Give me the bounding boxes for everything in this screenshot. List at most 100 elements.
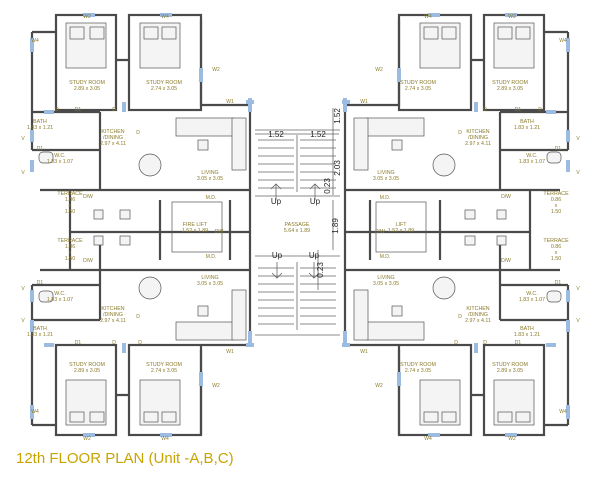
room-dimensions: 0.86 — [551, 244, 561, 250]
room-name: KITCHEN — [101, 129, 124, 135]
opening-tag: D — [538, 107, 542, 113]
room-dimensions: 2.97 x 4.11 — [100, 141, 126, 147]
opening-tag: D — [136, 130, 140, 136]
room-name: W.C. — [526, 291, 537, 297]
room-dimensions: 2.97 x 4.11 — [465, 318, 491, 324]
opening-tag: V — [21, 286, 25, 292]
opening-tag: V — [21, 170, 25, 176]
opening-tag: W4 — [424, 14, 432, 20]
dimension-d-023-bot: 0.23 — [316, 262, 325, 278]
opening-tag: W4 — [31, 409, 39, 415]
opening-tag: M.D. — [380, 254, 391, 260]
opening-tag: V — [576, 170, 580, 176]
dimension-d-152-left: 1.52 — [268, 130, 284, 139]
room-name: BATH — [520, 326, 534, 332]
dimension-d-152-vert: 1.52 — [333, 108, 342, 124]
opening-tag: W2 — [212, 383, 220, 389]
room-name: STUDY ROOM — [492, 80, 528, 86]
opening-tag: W2 — [508, 14, 516, 20]
stair-up-right: Up — [310, 197, 321, 206]
room-dimensions: x — [555, 203, 558, 209]
room-dimensions: 2.89 x 3.05 — [497, 86, 523, 92]
room-dimensions: 2.74 x 3.05 — [151, 368, 177, 374]
room-name: KITCHEN — [101, 306, 124, 312]
opening-tag: D/W — [83, 258, 93, 264]
opening-tag: D — [112, 340, 116, 346]
room-dimensions: x — [69, 203, 72, 209]
room-dimensions: 1.86 — [65, 244, 75, 250]
opening-tag: D1 — [515, 107, 522, 113]
opening-tag: W4 — [31, 38, 39, 44]
opening-tag: W2 — [508, 436, 516, 442]
furniture-left-upper — [38, 22, 247, 220]
furniture-left-lower — [38, 235, 247, 426]
room-dimensions: 3.05 x 3.05 — [373, 176, 399, 182]
opening-tag: W2 — [375, 67, 383, 73]
room-dimensions: 2.97 x 4.11 — [100, 318, 126, 324]
opening-tag: D1 — [75, 107, 82, 113]
room-dimensions: 1.83 x 1.07 — [47, 159, 73, 165]
room-wc-tl: W.C.1.83 x 1.07 — [47, 153, 73, 165]
room-dimensions: 0.86 — [551, 197, 561, 203]
opening-tag: W1 — [226, 99, 234, 105]
room-dimensions: 2.74 x 3.05 — [405, 368, 431, 374]
opening-tag: D — [112, 107, 116, 113]
room-name: TERRACE — [57, 238, 83, 244]
room-dimensions: 2.97 x 4.11 — [465, 141, 491, 147]
room-name: LIVING — [201, 170, 218, 176]
room-name: /DINING — [468, 135, 488, 141]
plan-title: 12th FLOOR PLAN (Unit -A,B,C) — [16, 450, 234, 467]
opening-tag: V — [576, 286, 580, 292]
opening-tag: D1 — [37, 146, 44, 152]
opening-tag: M.D. — [206, 254, 217, 260]
walls-left-lower — [30, 232, 254, 437]
room-name: W.C. — [54, 291, 65, 297]
room-wc-tr: W.C.1.83 x 1.07 — [519, 153, 545, 165]
opening-tag: D — [483, 340, 487, 346]
opening-tag: W4 — [424, 436, 432, 442]
walls-left-upper — [30, 13, 254, 234]
furniture-right-upper — [353, 22, 562, 220]
opening-tag: D — [454, 340, 458, 346]
room-name: W.C. — [54, 153, 65, 159]
room-dimensions: 1.83 x 1.21 — [514, 125, 540, 131]
opening-tag: D1 — [555, 280, 562, 286]
opening-tag: D — [138, 340, 142, 346]
dimension-d-203: 2.03 — [333, 160, 342, 176]
opening-tag: W4 — [161, 14, 169, 20]
room-dimensions: 1.83 x 1.21 — [27, 125, 53, 131]
room-dimensions: 1.86 — [65, 197, 75, 203]
room-name: BATH — [520, 119, 534, 125]
room-name: LIVING — [201, 275, 218, 281]
opening-tag: DW — [215, 229, 224, 235]
room-dimensions: 1.50 — [551, 209, 561, 215]
opening-tag: V — [576, 318, 580, 324]
room-dimensions: 2.74 x 3.05 — [151, 86, 177, 92]
room-dimensions: 1.50 — [551, 256, 561, 262]
opening-tag: D1 — [75, 340, 82, 346]
room-name: BATH — [33, 326, 47, 332]
stair-core — [171, 98, 427, 345]
room-name: STUDY ROOM — [146, 80, 182, 86]
room-name: TERRACE — [543, 191, 569, 197]
opening-tag: W4 — [559, 38, 567, 44]
opening-tag: D1 — [555, 146, 562, 152]
opening-tag: D — [136, 314, 140, 320]
room-name: /DINING — [103, 312, 123, 318]
